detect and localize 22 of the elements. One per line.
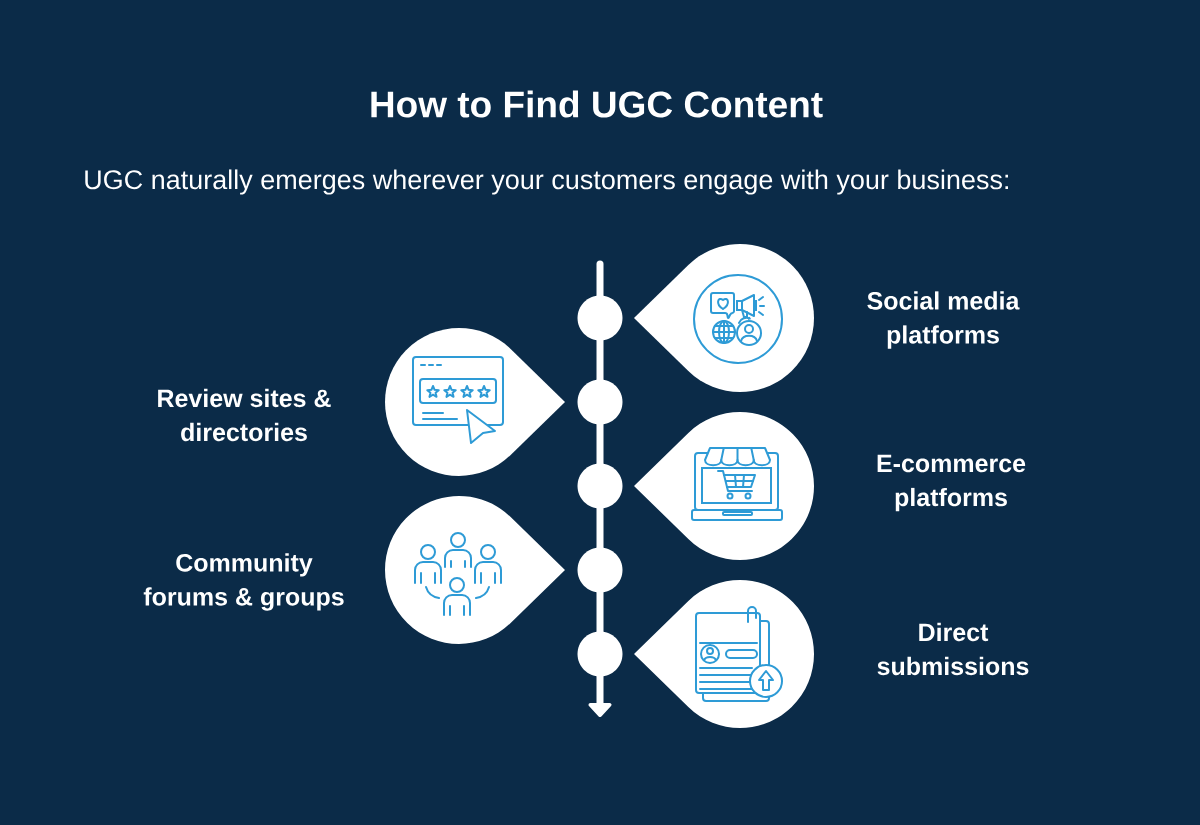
timeline-line: [596, 421, 604, 467]
item-label: Social media platforms: [867, 291, 1020, 349]
timeline-dot: [577, 547, 623, 593]
timeline-arrow: [588, 673, 612, 717]
timeline-dot: [577, 463, 623, 509]
item-label: Direct submissions: [877, 622, 1029, 676]
intro-text: UGC naturally emerges wherever your customers engage with your business:: [85, 169, 1008, 195]
item-label: E-commerce platforms: [877, 454, 1026, 512]
timeline-dot: [577, 631, 623, 677]
timeline-line: [596, 589, 604, 635]
title: How to Find UGC Content: [371, 90, 823, 118]
pin-marker: [385, 328, 565, 476]
timeline-dot: [577, 295, 623, 341]
pin-marker: [634, 412, 814, 560]
timeline-line: [596, 505, 604, 551]
timeline-line: [596, 260, 604, 299]
pin-marker: [385, 496, 565, 644]
timeline-line: [596, 337, 604, 383]
item-label: Review sites & directories: [158, 388, 331, 442]
pin-marker: [634, 244, 814, 392]
timeline-dot: [577, 379, 623, 425]
item-label: Community forums & groups: [143, 553, 344, 611]
